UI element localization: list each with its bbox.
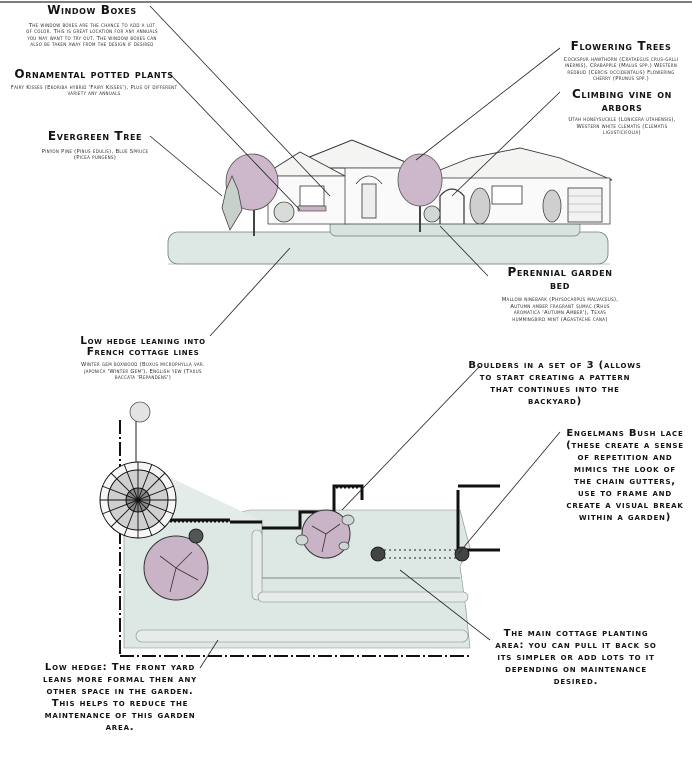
door-arch [355, 175, 383, 185]
ornamental-pots-desc: Fairy Kisses (Ekoriba hybrid 'Fairy Kiss… [10, 84, 178, 98]
door [361, 183, 377, 219]
label-ornamental-pots: Ornamental potted plants Fairy Kisses (E… [10, 68, 178, 98]
window-boxes-desc: The window boxes are the chance to add a… [26, 22, 158, 49]
climbing-vine-desc: Utah honeysuckle (Lonicera utahensis), W… [568, 117, 676, 137]
label-climbing-vine: Climbing vine on arbors Utah honeysuckle… [560, 88, 684, 137]
label-perennial: Perennial garden bed Mallow ninebark (Ph… [500, 266, 620, 324]
leader-lines-bottom [199, 365, 561, 669]
perennial-desc: Mallow ninebark (Physocarpus malvaceus),… [501, 297, 619, 324]
window-left [299, 185, 325, 207]
side-hedge [251, 529, 469, 603]
flowering-trees-title: Flowering Trees [570, 39, 672, 53]
window-right-1 [491, 185, 523, 205]
label-low-hedge-top: Low hedge leaning into French cottage li… [76, 335, 210, 382]
garage-door [567, 187, 603, 223]
label-boulders: Boulders in a set of 3 (allows to start … [468, 360, 642, 407]
label-main-cottage: The main cottage planting area: you can … [495, 628, 657, 687]
front-hedge [135, 629, 469, 643]
window-boxes-title: Window Boxes [47, 3, 137, 17]
dark-shrub-2 [370, 546, 386, 562]
low-hedge-top-title: Low hedge leaning into French cottage li… [80, 335, 206, 359]
bush-lace-row [384, 549, 456, 559]
house-elevation [167, 139, 613, 265]
evergreen-desc: Pinyon Pine (Pinus edulis), Blue Spruce … [41, 148, 149, 162]
label-flowering-trees: Flowering Trees Cockspur hawthorn (Crata… [562, 40, 680, 83]
flowering-tree-right [397, 153, 443, 207]
site-plan [99, 401, 500, 657]
label-engelmanns: Engelmans Bush lace (these create a sens… [566, 428, 684, 523]
climbing-vine-title: Climbing vine on arbors [572, 87, 672, 114]
label-window-boxes: Window Boxes The window boxes are the ch… [26, 4, 158, 49]
evergreen-tree [221, 174, 243, 231]
leader-lines-top [149, 5, 561, 337]
right-roof [419, 147, 613, 181]
label-low-hedge-bottom: Low hedge: The front yard leans more for… [43, 662, 197, 733]
dark-shrub-1 [188, 528, 204, 544]
hedge-band [167, 231, 609, 265]
evergreen-title: Evergreen Tree [47, 129, 143, 143]
small-shrub-top [129, 401, 151, 423]
flowering-trees-desc: Cockspur hawthorn (Crataegus crus-galli … [563, 56, 679, 83]
label-evergreen: Evergreen Tree Pinyon Pine (Pinus edulis… [38, 130, 152, 162]
window-box [297, 205, 327, 212]
perennial-title: Perennial garden bed [507, 265, 613, 292]
dark-shrub-3 [454, 546, 470, 562]
low-hedge-top-desc: Winter gem boxwood (Buxus microphylla va… [81, 362, 205, 382]
arbor [439, 188, 465, 224]
boulders [295, 514, 355, 551]
ornamental-pots-title: Ornamental potted plants [14, 67, 174, 81]
